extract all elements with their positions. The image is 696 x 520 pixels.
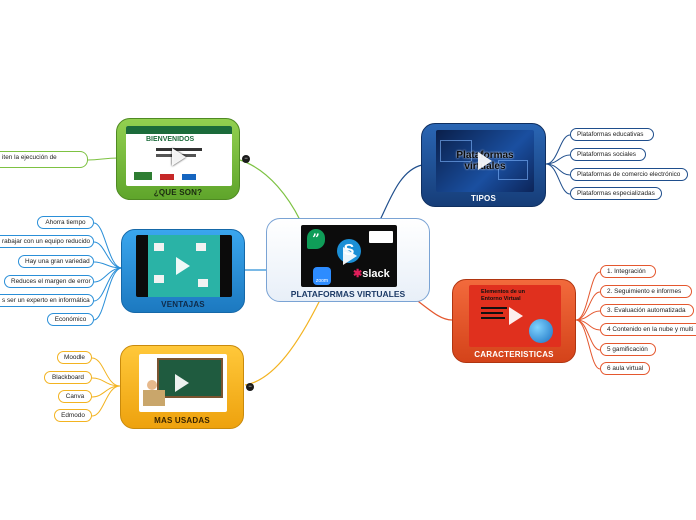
connector-tipos: [379, 164, 423, 221]
topic-ventajas[interactable]: VENTAJAS: [121, 229, 245, 313]
collapse-toggle-icon[interactable]: −: [242, 155, 250, 163]
play-icon[interactable]: [172, 148, 186, 166]
leaf-ventajas[interactable]: Reduces el margen de error: [4, 275, 94, 288]
ventajas-image: [136, 235, 232, 297]
slack-logo: ✱slack: [353, 268, 390, 280]
leaf-ventajas[interactable]: Ahorra tiempo: [37, 216, 94, 229]
central-title: PLATAFORMAS VIRTUALES: [290, 289, 406, 299]
leaf-ventajas[interactable]: s ser un experto en informática: [0, 294, 94, 307]
leaf-tipos[interactable]: Plataformas especializadas: [570, 187, 662, 200]
leaf-caracteristicas[interactable]: 4 Contenido en la nube y multi: [600, 323, 696, 336]
topic-tipos[interactable]: Plataformas virtuales TIPOS: [421, 123, 546, 207]
topic-label: TIPOS: [470, 194, 496, 203]
topic-label: MAS USADAS: [154, 416, 210, 425]
que-son-image: BIENVENIDOS: [126, 126, 232, 186]
leaf-tipos[interactable]: Plataformas de comercio electrónico: [570, 168, 688, 181]
leaf-caracteristicas[interactable]: 2. Seguimiento e informes: [600, 285, 692, 298]
play-icon[interactable]: [175, 374, 189, 392]
leaf-mas-usadas[interactable]: Edmodo: [54, 409, 92, 422]
leaf-mas-usadas[interactable]: Canva: [58, 390, 92, 403]
leaf-caracteristicas[interactable]: 6 aula virtual: [600, 362, 650, 375]
central-topic[interactable]: ” S zoom ✱slack PLATAFORMAS VIRTUALES: [266, 218, 430, 302]
leaf-ventajas[interactable]: Económico: [47, 313, 94, 326]
topic-label: VENTAJAS: [161, 300, 205, 309]
play-icon[interactable]: [509, 307, 523, 325]
zoom-logo: zoom: [313, 267, 331, 285]
collapse-toggle-icon[interactable]: −: [246, 383, 254, 391]
topic-label: CARACTERISTICAS: [474, 350, 554, 359]
hangouts-icon: ”: [307, 229, 325, 249]
tipos-image: Plataformas virtuales: [436, 130, 534, 192]
leaf-mas-usadas[interactable]: Moodle: [57, 351, 92, 364]
leaf-tipos[interactable]: Plataformas sociales: [570, 148, 646, 161]
play-icon[interactable]: [343, 247, 357, 265]
topic-mas-usadas[interactable]: MAS USADAS: [120, 345, 244, 429]
leaf-caracteristicas[interactable]: 1. Integración: [600, 265, 656, 278]
leaf-caracteristicas[interactable]: 3. Evaluación automatizada: [600, 304, 694, 317]
connector-que-son: [239, 159, 301, 221]
play-icon[interactable]: [176, 257, 190, 275]
central-image: ” S zoom ✱slack: [301, 225, 397, 287]
leaf-que-son[interactable]: iten la ejecución de: [0, 151, 88, 168]
mas-usadas-image: [139, 354, 227, 412]
leaf-mas-usadas[interactable]: Blackboard: [44, 371, 92, 384]
caracteristicas-image: Elementos de un Entorno Virtual: [469, 285, 561, 347]
topic-label: ¿QUE SON?: [153, 188, 203, 197]
connector-mas-usadas: [244, 299, 321, 386]
leaf-tipos[interactable]: Plataformas educativas: [570, 128, 654, 141]
leaf-ventajas[interactable]: Hay una gran variedad: [18, 255, 94, 268]
topic-caracteristicas[interactable]: Elementos de un Entorno Virtual CARACTER…: [452, 279, 576, 363]
leaf-caracteristicas[interactable]: 5 gamificación: [600, 343, 656, 356]
leaf-ventajas[interactable]: rabajar con un equipo reducido: [0, 235, 94, 248]
meet-icon: [369, 231, 393, 243]
play-icon[interactable]: [478, 152, 492, 170]
topic-que-son[interactable]: BIENVENIDOS ¿QUE SON?: [116, 118, 240, 200]
globe-icon: [529, 319, 553, 343]
